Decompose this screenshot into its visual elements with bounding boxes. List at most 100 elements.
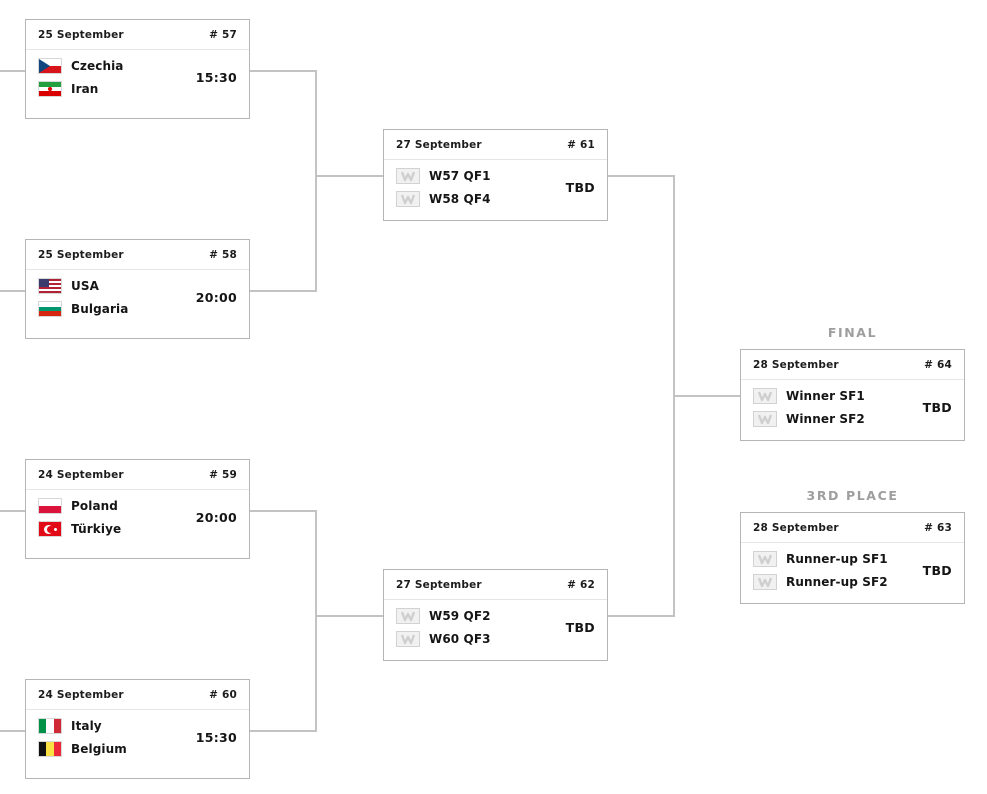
- team-name: Runner-up SF1: [786, 552, 888, 566]
- team-name: USA: [71, 279, 99, 293]
- team-row: Runner-up SF1: [753, 551, 913, 567]
- team-row: W57 QF1: [396, 168, 556, 184]
- match-number: # 57: [209, 29, 237, 41]
- team-name: Winner SF2: [786, 412, 865, 426]
- winner-placeholder-icon: [396, 608, 420, 624]
- match-header: 24 September # 60: [26, 680, 249, 710]
- winner-placeholder-icon: [396, 168, 420, 184]
- match-number: # 58: [209, 249, 237, 261]
- match-card-64[interactable]: 28 September # 64 Winner SF1 Winner SF2 …: [740, 349, 965, 441]
- team-list: Czechia Iran: [38, 58, 186, 97]
- match-card-59[interactable]: 24 September # 59 Poland Türkiye 20:00: [25, 459, 250, 559]
- flag-italy-icon: [38, 718, 62, 734]
- match-status: TBD: [922, 400, 952, 415]
- connector-m61-out: [607, 175, 675, 177]
- match-date: 24 September: [38, 469, 124, 481]
- match-card-57[interactable]: 25 September # 57 Czechia Iran 15:30: [25, 19, 250, 119]
- match-card-62[interactable]: 27 September # 62 W59 QF2 W60 QF3 TBD: [383, 569, 608, 661]
- team-row: Iran: [38, 81, 186, 97]
- match-body: Poland Türkiye 20:00: [26, 490, 249, 551]
- connector-stub-m59: [0, 510, 27, 512]
- connector-m59-out: [249, 510, 317, 512]
- team-name: Poland: [71, 499, 118, 513]
- match-card-58[interactable]: 25 September # 58 USA Bulgaria 20:00: [25, 239, 250, 339]
- team-name: Belgium: [71, 742, 127, 756]
- winner-placeholder-icon: [396, 631, 420, 647]
- match-header: 25 September # 58: [26, 240, 249, 270]
- match-header: 27 September # 62: [384, 570, 607, 600]
- connector-stub-m57: [0, 70, 27, 72]
- match-number: # 61: [567, 139, 595, 151]
- match-date: 28 September: [753, 359, 839, 371]
- team-name: Türkiye: [71, 522, 122, 536]
- match-card-63[interactable]: 28 September # 63 Runner-up SF1 Runner-u…: [740, 512, 965, 604]
- team-name: Czechia: [71, 59, 124, 73]
- winner-placeholder-icon: [753, 551, 777, 567]
- team-name: W58 QF4: [429, 192, 491, 206]
- team-row: Winner SF1: [753, 388, 913, 404]
- team-name: Iran: [71, 82, 99, 96]
- match-number: # 63: [924, 522, 952, 534]
- team-row: Runner-up SF2: [753, 574, 913, 590]
- match-status: 15:30: [195, 730, 237, 745]
- team-list: W57 QF1 W58 QF4: [396, 168, 556, 207]
- winner-placeholder-icon: [753, 388, 777, 404]
- match-body: Czechia Iran 15:30: [26, 50, 249, 111]
- team-list: Winner SF1 Winner SF2: [753, 388, 913, 427]
- connector-sf2-vertical: [315, 510, 317, 732]
- team-list: Poland Türkiye: [38, 498, 186, 537]
- team-row: Czechia: [38, 58, 186, 74]
- flag-turkiye-icon: [38, 521, 62, 537]
- connector-sf2-in: [315, 615, 384, 617]
- match-status: TBD: [565, 620, 595, 635]
- team-row: Bulgaria: [38, 301, 186, 317]
- team-row: Belgium: [38, 741, 186, 757]
- team-list: W59 QF2 W60 QF3: [396, 608, 556, 647]
- team-name: W60 QF3: [429, 632, 491, 646]
- match-card-61[interactable]: 27 September # 61 W57 QF1 W58 QF4 TBD: [383, 129, 608, 221]
- team-name: Italy: [71, 719, 102, 733]
- team-name: Runner-up SF2: [786, 575, 888, 589]
- team-row: W59 QF2: [396, 608, 556, 624]
- match-date: 24 September: [38, 689, 124, 701]
- match-number: # 64: [924, 359, 952, 371]
- match-status: 20:00: [195, 510, 237, 525]
- match-header: 28 September # 64: [741, 350, 964, 380]
- match-header: 28 September # 63: [741, 513, 964, 543]
- team-row: Italy: [38, 718, 186, 734]
- connector-sf1-in: [315, 175, 384, 177]
- match-date: 25 September: [38, 29, 124, 41]
- match-header: 24 September # 59: [26, 460, 249, 490]
- flag-bulgaria-icon: [38, 301, 62, 317]
- connector-m60-out: [249, 730, 317, 732]
- flag-poland-icon: [38, 498, 62, 514]
- flag-iran-icon: [38, 81, 62, 97]
- team-name: Bulgaria: [71, 302, 129, 316]
- match-status: TBD: [565, 180, 595, 195]
- match-body: W59 QF2 W60 QF3 TBD: [384, 600, 607, 661]
- match-body: Runner-up SF1 Runner-up SF2 TBD: [741, 543, 964, 604]
- team-row: USA: [38, 278, 186, 294]
- match-card-60[interactable]: 24 September # 60 Italy Belgium 15:30: [25, 679, 250, 779]
- match-body: USA Bulgaria 20:00: [26, 270, 249, 331]
- match-body: Winner SF1 Winner SF2 TBD: [741, 380, 964, 441]
- connector-sf1-vertical: [315, 70, 317, 292]
- match-status: TBD: [922, 563, 952, 578]
- match-number: # 60: [209, 689, 237, 701]
- match-header: 25 September # 57: [26, 20, 249, 50]
- heading-final: FINAL: [827, 325, 878, 340]
- team-name: W57 QF1: [429, 169, 491, 183]
- flag-usa-icon: [38, 278, 62, 294]
- team-row: W60 QF3: [396, 631, 556, 647]
- match-status: 15:30: [195, 70, 237, 85]
- connector-stub-m58: [0, 290, 27, 292]
- match-date: 25 September: [38, 249, 124, 261]
- connector-m58-out: [249, 290, 317, 292]
- team-row: Winner SF2: [753, 411, 913, 427]
- winner-placeholder-icon: [396, 191, 420, 207]
- team-row: Türkiye: [38, 521, 186, 537]
- team-name: Winner SF1: [786, 389, 865, 403]
- winner-placeholder-icon: [753, 574, 777, 590]
- connector-m57-out: [249, 70, 317, 72]
- match-body: W57 QF1 W58 QF4 TBD: [384, 160, 607, 221]
